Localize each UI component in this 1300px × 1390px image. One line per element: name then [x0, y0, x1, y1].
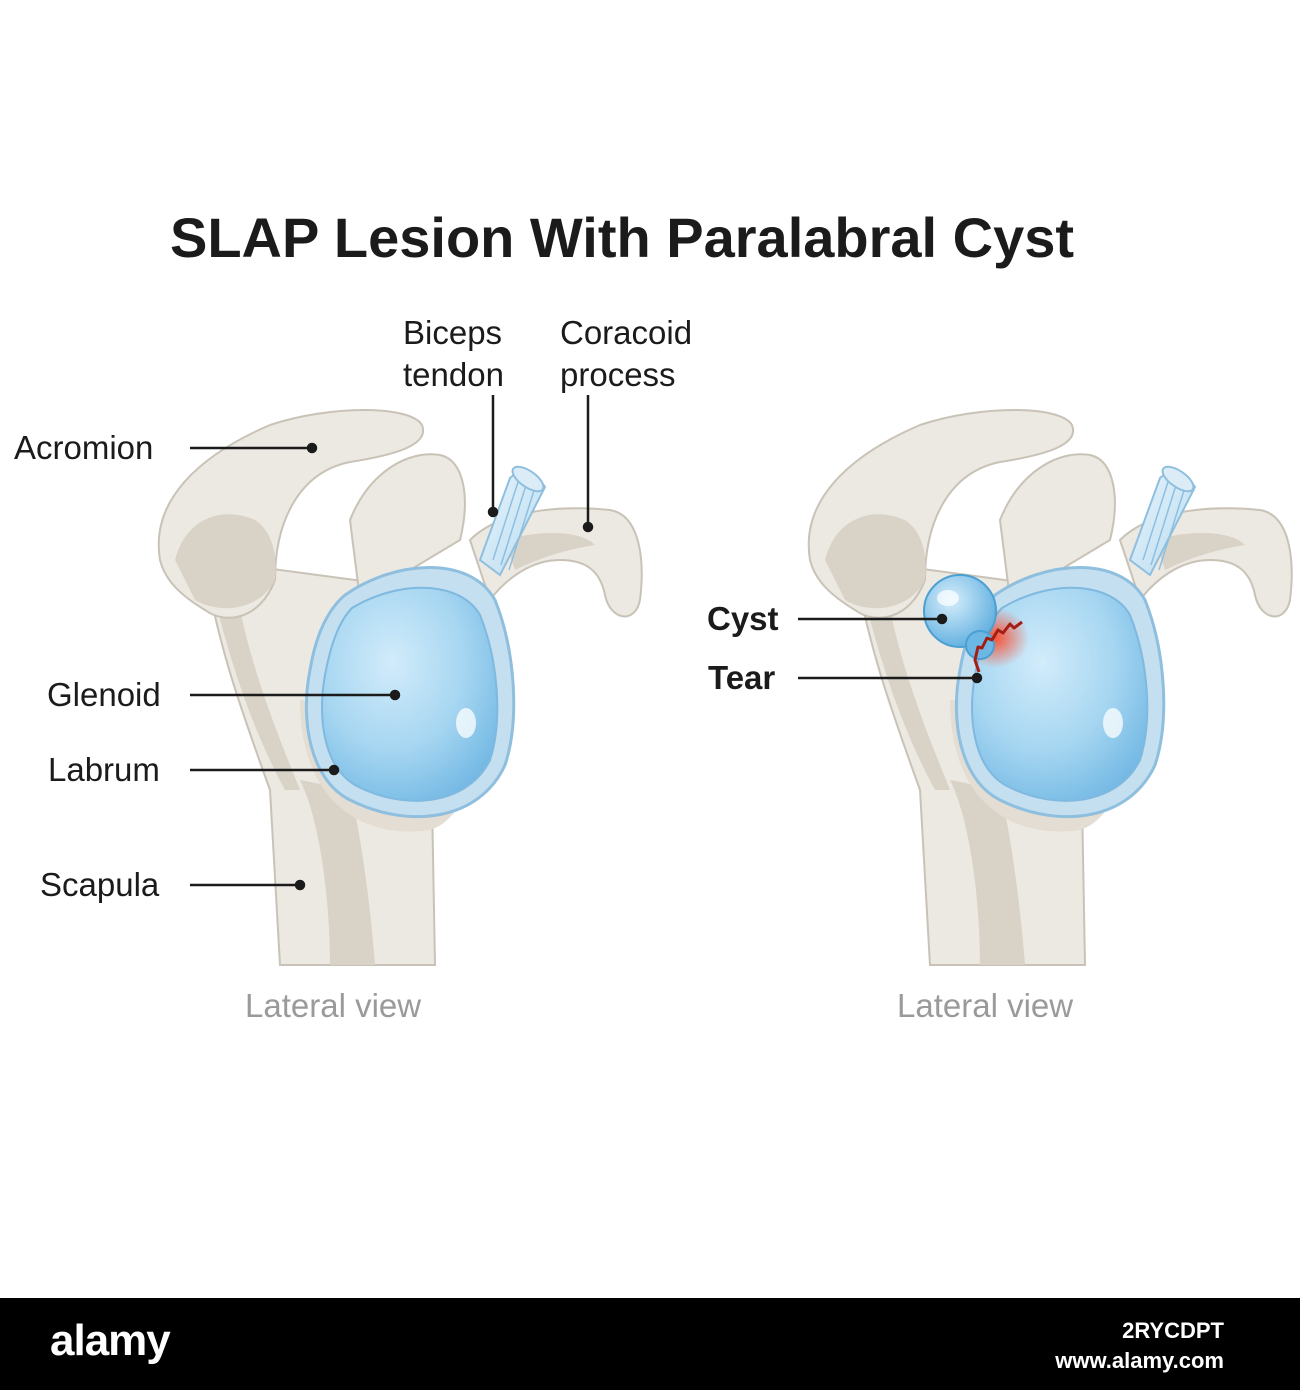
- label-labrum: Labrum: [48, 751, 160, 788]
- left-caption: Lateral view: [245, 987, 422, 1024]
- label-acromion: Acromion: [14, 429, 154, 466]
- footer-url: www.alamy.com: [1055, 1348, 1224, 1373]
- image-id: 2RYCDPT: [1122, 1318, 1224, 1343]
- label-biceps-tendon: Biceps tendon: [403, 314, 504, 393]
- page-title: SLAP Lesion With Paralabral Cyst: [170, 206, 1075, 269]
- left-leaders: [190, 395, 594, 891]
- label-tear: Tear: [708, 659, 776, 696]
- label-coracoid-process: Coracoid process: [560, 314, 693, 393]
- right-leaders: [798, 613, 983, 684]
- right-caption: Lateral view: [897, 987, 1074, 1024]
- diagram-art: [157, 395, 1293, 966]
- tear-line: [973, 620, 1023, 673]
- left-shoulder: [157, 409, 643, 966]
- right-shoulder: [807, 409, 1293, 966]
- label-glenoid: Glenoid: [47, 676, 161, 713]
- alamy-logo: alamy: [50, 1316, 171, 1365]
- left-glenoid: [321, 586, 499, 802]
- footer-bar: alamy 2RYCDPT www.alamy.com: [0, 1298, 1300, 1390]
- label-cyst: Cyst: [707, 600, 779, 637]
- label-scapula: Scapula: [40, 866, 160, 903]
